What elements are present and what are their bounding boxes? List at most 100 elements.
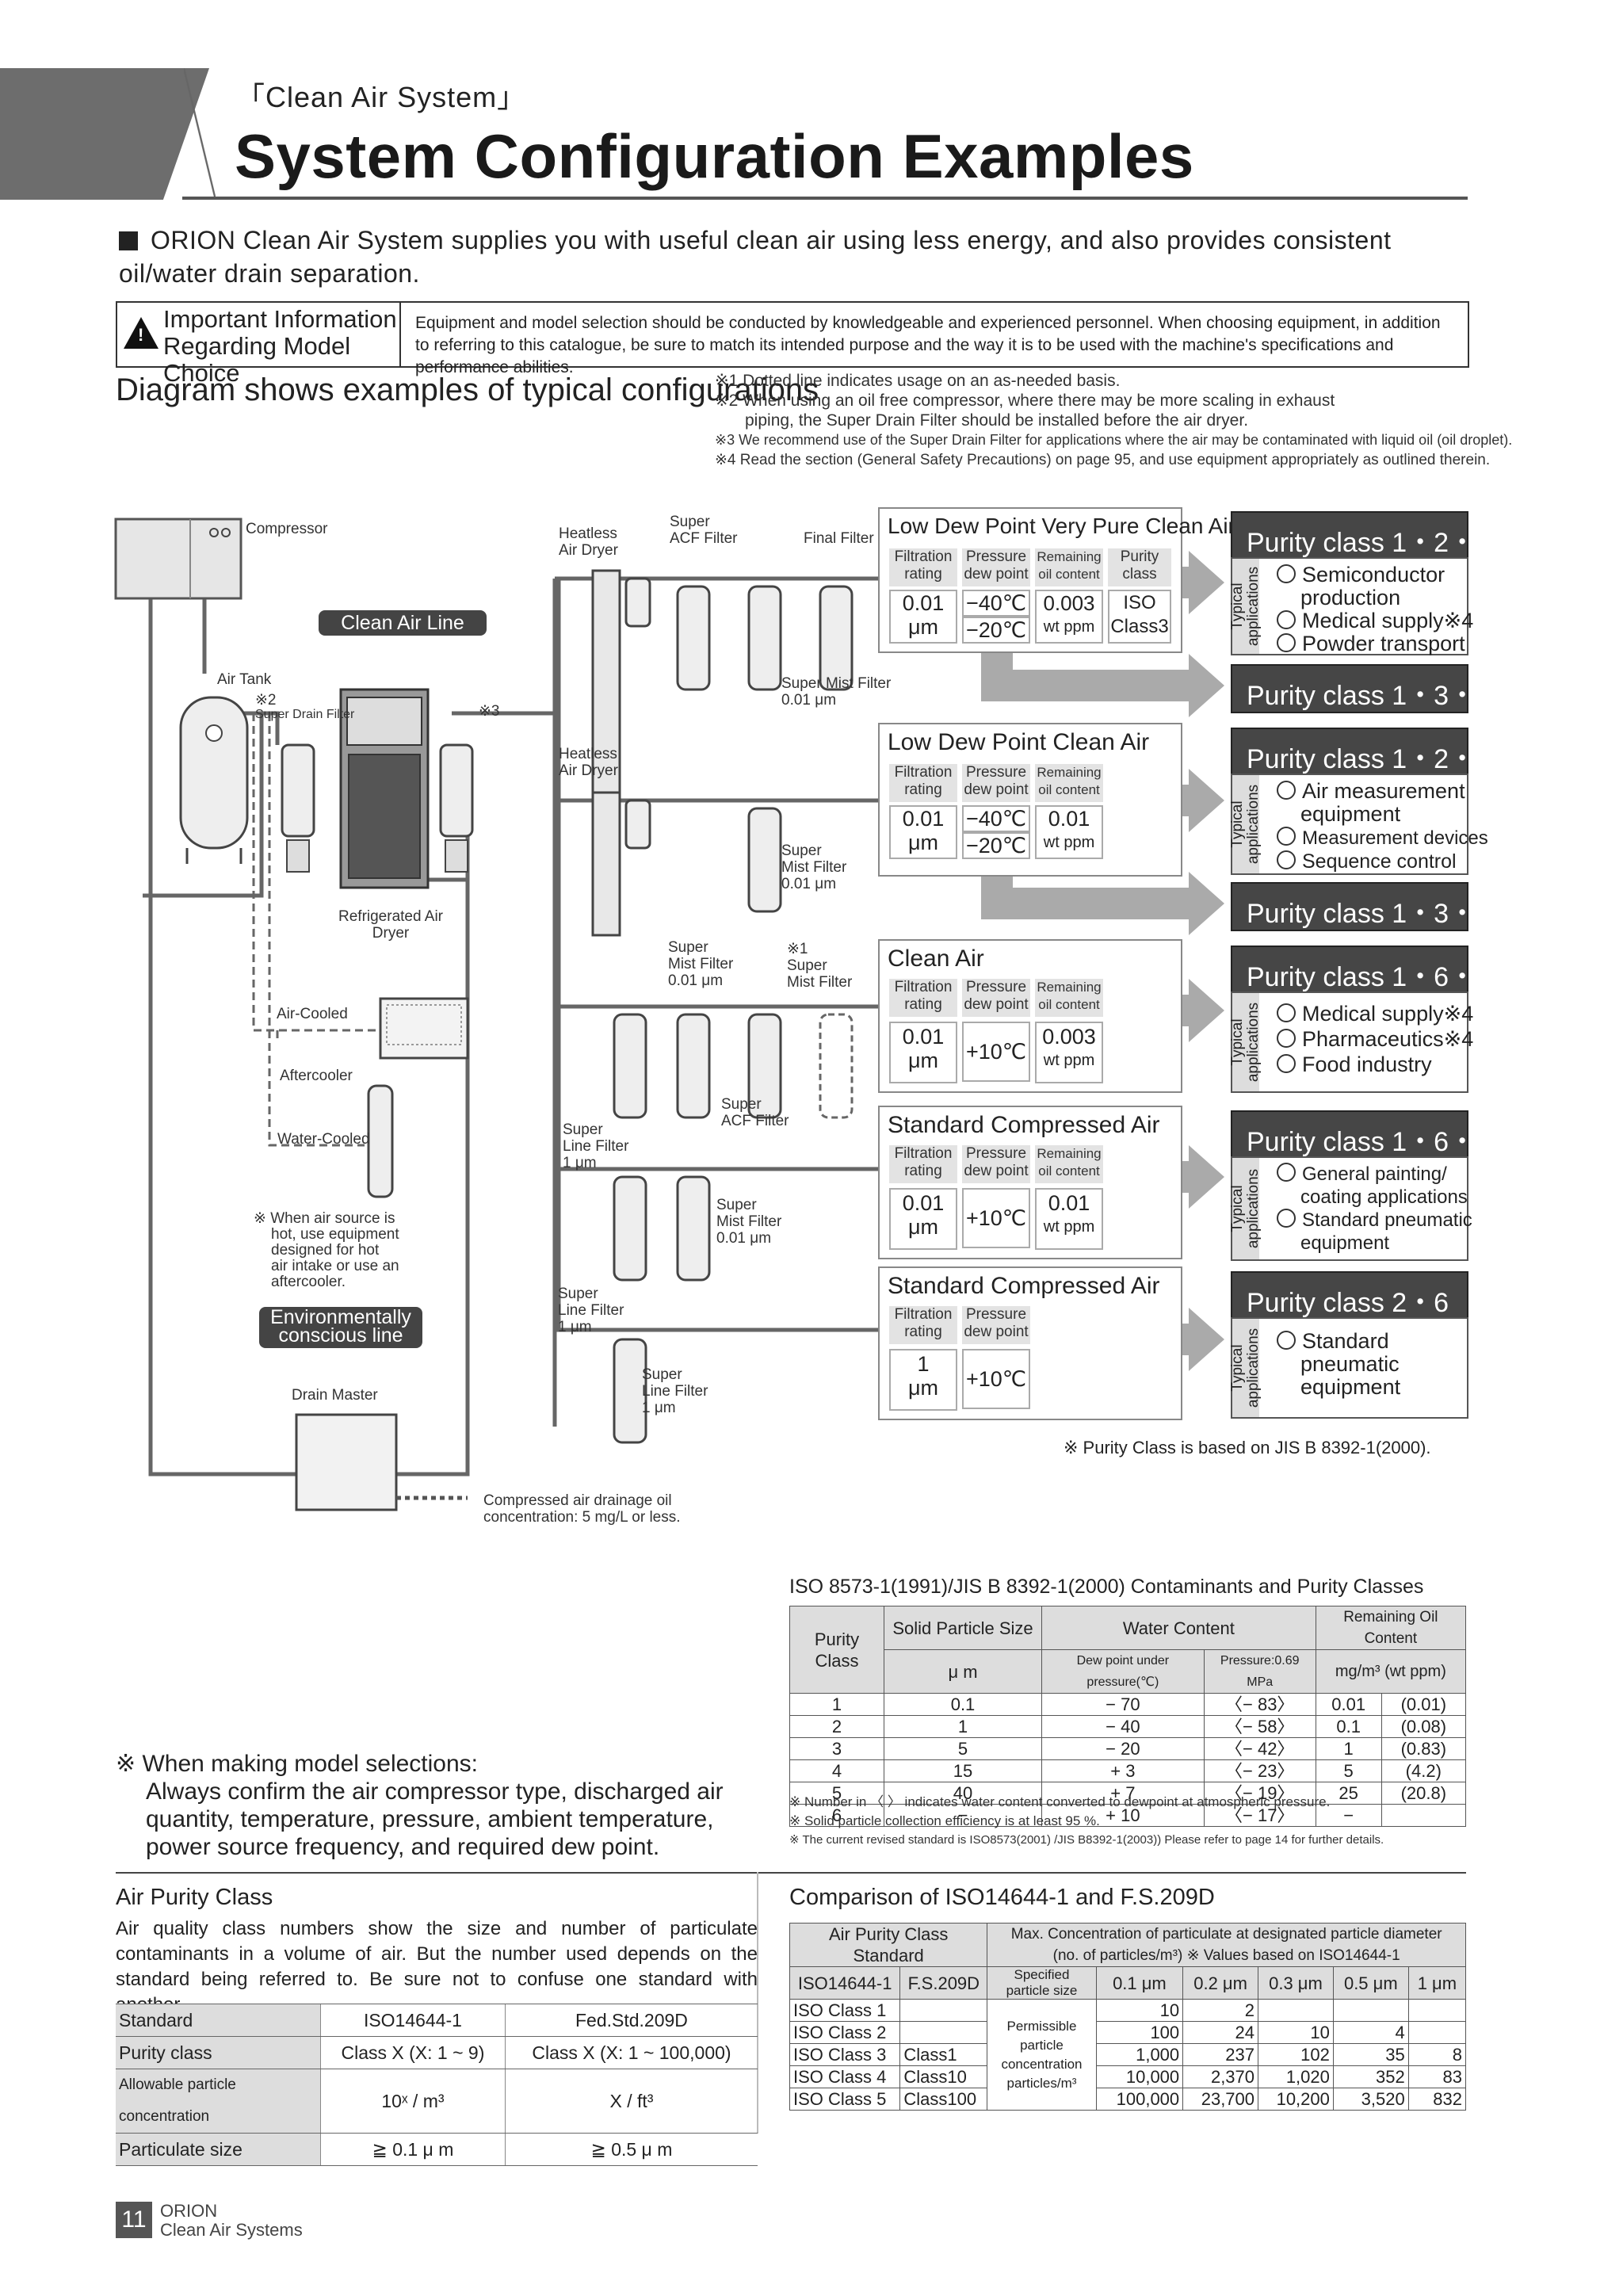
application-item: coating applications	[1300, 1186, 1468, 1208]
drain-master-icon	[295, 1413, 398, 1511]
note-line: piping, the Super Drain Filter should be…	[745, 411, 1249, 430]
circle-bullet-icon	[1277, 1163, 1296, 1182]
header-slash	[184, 68, 216, 200]
spec-box-low-dew-very-pure: Low Dew Point Very Pure Clean Air Filtra…	[878, 507, 1235, 653]
purity-class-badge: Purity class 1・2・1	[1231, 728, 1491, 777]
super-mist-filter-icon	[676, 1175, 711, 1282]
dew-value: +10℃	[962, 1022, 1030, 1082]
table-header: 0.5 μm	[1332, 1966, 1409, 2000]
diagram-notes: ※1 Dotted line indicates usage on an as-…	[715, 371, 1513, 470]
square-bullet-icon	[119, 231, 138, 250]
table-header: Max. Concentration of particulate at des…	[987, 1923, 1466, 1967]
circle-bullet-icon	[1277, 1054, 1296, 1073]
dew-value: −20℃	[962, 832, 1030, 859]
application-item: Semiconductor	[1277, 563, 1473, 586]
table-header: Water Content	[1041, 1606, 1316, 1650]
note-line: ※ The current revised standard is ISO857…	[789, 1833, 1384, 1847]
air-tank-icon	[179, 696, 249, 850]
important-info-heading: ! Important Information Regarding Model …	[117, 303, 401, 387]
circle-bullet-icon	[1277, 610, 1296, 629]
heatless-dryer-icon	[591, 569, 621, 802]
section-rule	[116, 1872, 1466, 1874]
super-mist-filter-icon	[747, 807, 782, 913]
application-item: Medical supply※4	[1277, 1001, 1473, 1026]
table-header: Remaining Oil Content	[1315, 1606, 1467, 1650]
purity-class-badge: Purity class 1・2・1	[1231, 511, 1491, 560]
dew-value: +10℃	[962, 1188, 1030, 1248]
super-acf-filter-icon	[676, 585, 711, 691]
air-purity-text: Air quality class numbers show the size …	[116, 1918, 758, 2015]
table-header: Solid Particle Size	[884, 1606, 1042, 1650]
final-filter-label: Final Filter	[804, 530, 874, 547]
application-item: Powder transport	[1277, 632, 1473, 655]
clean-air-line-label: Clean Air Line	[319, 610, 487, 636]
important-info-box: ! Important Information Regarding Model …	[116, 301, 1469, 387]
header-rule	[182, 197, 1468, 200]
purity-class-badge: Purity class 1・3・1	[1231, 664, 1491, 713]
super-drain-filter-label: Super Drain Filter	[255, 708, 355, 721]
section-divider	[757, 1872, 758, 2134]
note-line: ※2 When using an oil free compressor, wh…	[715, 392, 1335, 410]
spec-title: Low Dew Point Very Pure Clean Air	[888, 514, 1235, 538]
aftercooler-label: Aftercooler	[280, 1068, 353, 1084]
footer-brand: ORION Clean Air Systems	[160, 2201, 303, 2240]
note-line: ※3 We recommend use of the Super Drain F…	[715, 432, 1513, 448]
table-header: Pressure:0.69 MPa	[1203, 1649, 1316, 1694]
spec-title: Standard Compressed Air	[888, 1112, 1160, 1138]
iso-table-title: ISO 8573-1(1991)/JIS B 8392-1(2000) Cont…	[789, 1576, 1424, 1598]
circle-bullet-icon	[1277, 1331, 1296, 1350]
spec-title: Standard Compressed Air	[888, 1273, 1160, 1299]
application-item: General painting/	[1277, 1163, 1472, 1186]
super-line-filter-icon	[613, 1175, 647, 1282]
heatless-dryer-icon	[591, 791, 621, 937]
application-item: Standard pneumatic	[1277, 1209, 1472, 1232]
purity-class-badge: Purity class 1・6・1	[1231, 946, 1491, 995]
purity-class-badge: Purity class 1・6・1	[1231, 1110, 1491, 1159]
optional-mist-filter-icon	[819, 1013, 854, 1119]
table-header: 0.3 μm	[1258, 1966, 1334, 2000]
purity-class-badge: Purity class 1・3・1	[1231, 882, 1491, 931]
note2-label: ※2	[255, 692, 277, 709]
purity-class-note: ※ Purity Class is based on JIS B 8392-1(…	[1064, 1438, 1431, 1457]
important-text: Equipment and model selection should be …	[415, 314, 1441, 376]
super-acf-filter-icon	[747, 1013, 782, 1119]
circle-bullet-icon	[1277, 781, 1296, 800]
application-item: equipment	[1300, 1232, 1390, 1254]
compressor-icon	[114, 518, 242, 600]
